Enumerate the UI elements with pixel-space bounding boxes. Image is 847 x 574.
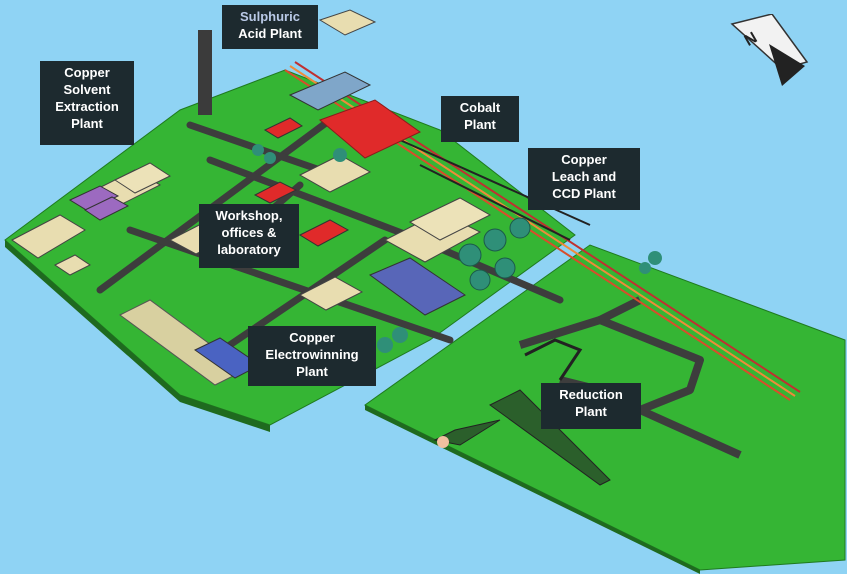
label-line: Plant <box>575 404 607 419</box>
compass-body <box>730 14 809 70</box>
label-line: Solvent <box>63 82 111 97</box>
label-line: Plant <box>464 117 496 132</box>
label-line: Plant <box>71 116 103 131</box>
label-sulphuric-acid-plant: Sulphuric Acid Plant <box>222 5 318 49</box>
label-line: Copper <box>64 65 110 80</box>
solvent-extraction-tanks <box>11 162 172 276</box>
label-line: Cobalt <box>459 100 501 115</box>
label-line: Electrowinning <box>265 347 359 362</box>
reduction-site-edge <box>365 405 700 574</box>
electrowinning-buildings <box>119 257 466 386</box>
label-line: Sulphuric <box>240 9 300 24</box>
label-line: Acid Plant <box>238 26 302 41</box>
label-line: Reduction <box>559 387 623 402</box>
label-line: Plant <box>296 364 328 379</box>
north-compass: N <box>730 14 809 86</box>
label-line: Copper <box>289 330 335 345</box>
label-line: offices & <box>221 225 277 240</box>
sulphuric-acid-buildings <box>198 9 421 164</box>
label-line: Leach and <box>551 169 617 184</box>
label-copper-electrowinning-plant: Copper Electrowinning Plant <box>248 326 376 386</box>
label-line: laboratory <box>217 242 281 257</box>
label-workshop-offices-laboratory: Workshop, offices & laboratory <box>199 204 299 268</box>
label-line: Copper <box>561 152 607 167</box>
label-copper-solvent-extraction-plant: Copper Solvent Extraction Plant <box>40 61 134 145</box>
compass-arrow <box>769 44 805 86</box>
label-copper-leach-ccd-plant: Copper Leach and CCD Plant <box>528 148 640 210</box>
label-line: Extraction <box>55 99 119 114</box>
reduction-structures <box>433 338 611 486</box>
label-cobalt-plant: Cobalt Plant <box>441 96 519 142</box>
label-line: Workshop, <box>215 208 283 223</box>
leach-ccd-buildings <box>298 148 662 291</box>
label-line: CCD Plant <box>552 186 616 201</box>
label-reduction-plant: Reduction Plant <box>541 383 641 429</box>
